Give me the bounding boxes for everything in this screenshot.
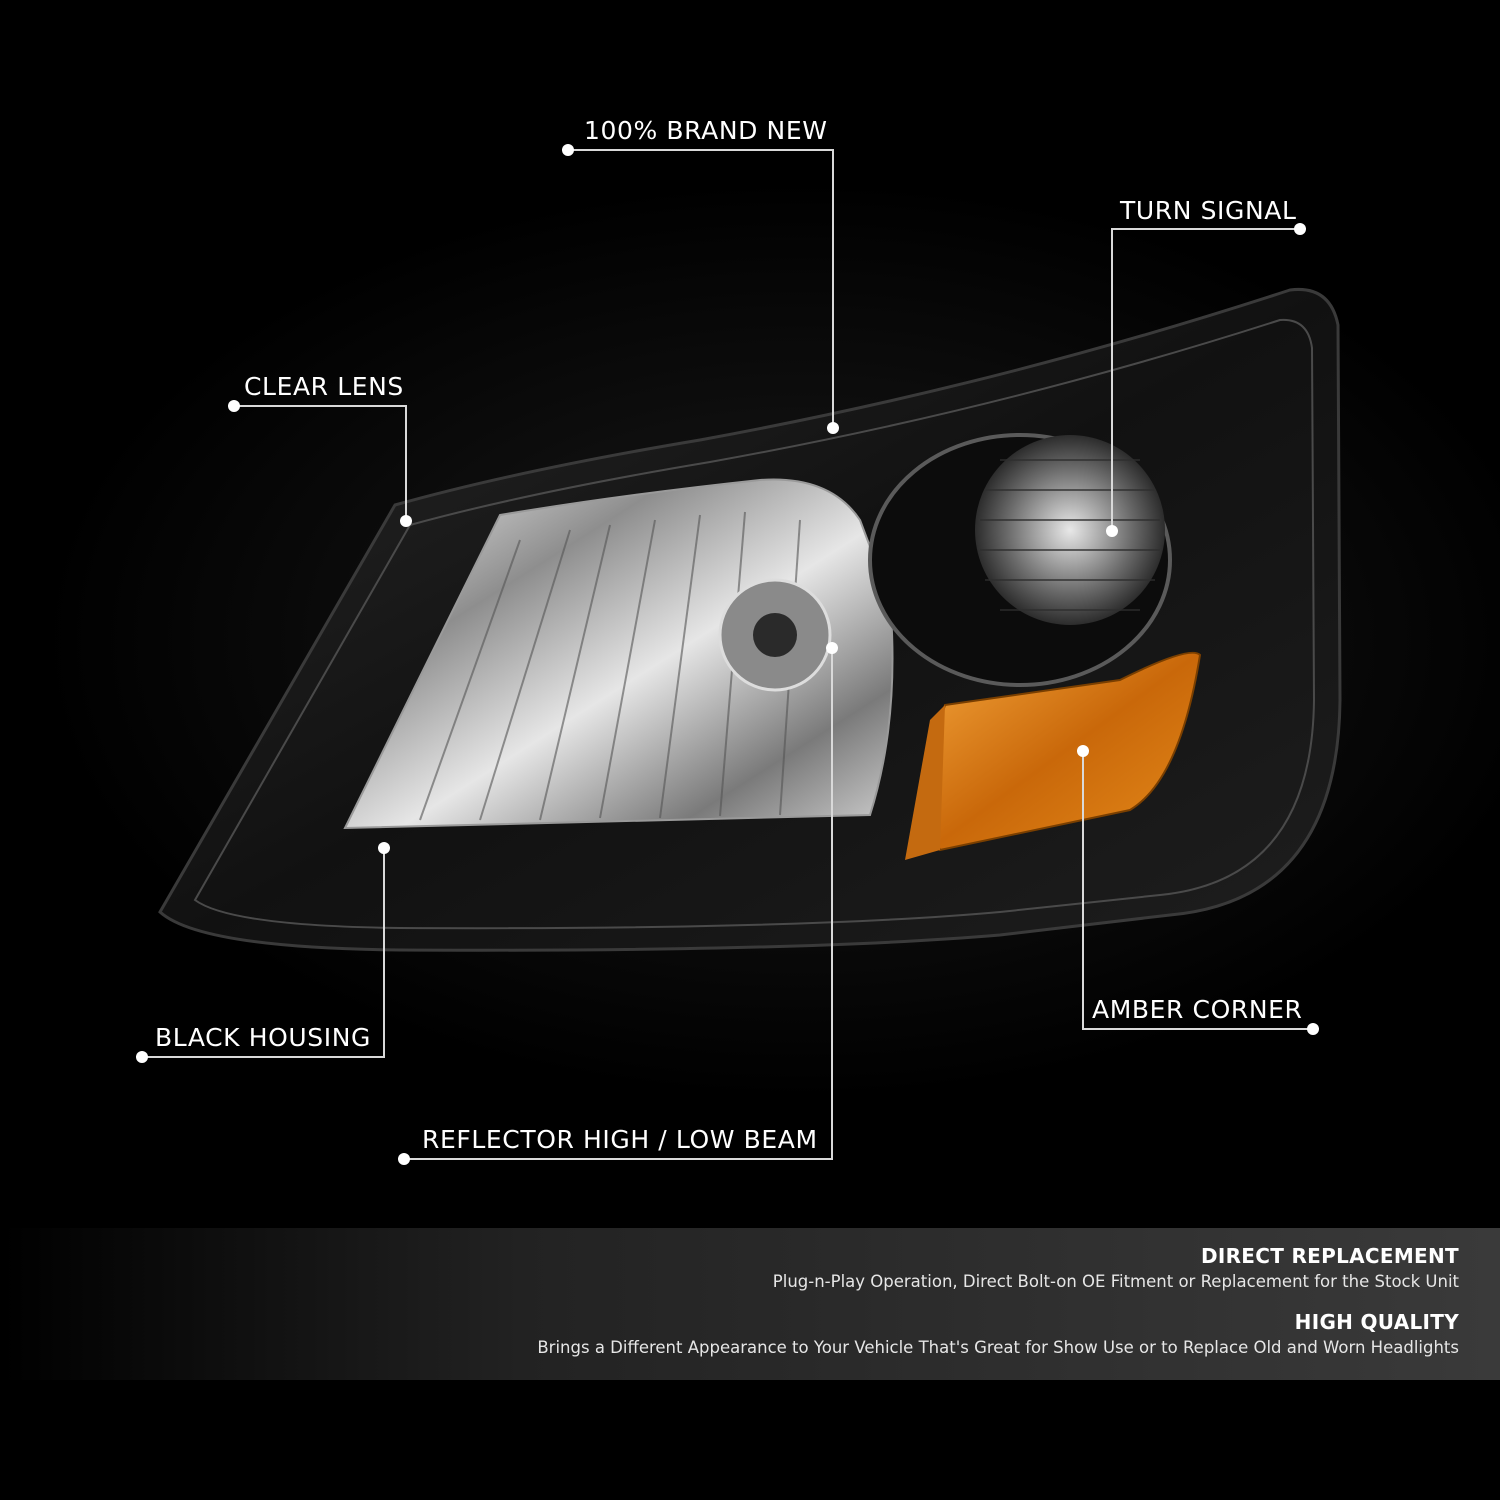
reflector-target-dot xyxy=(826,642,838,654)
brand-new-target-dot xyxy=(827,422,839,434)
feature-title: HIGH QUALITY xyxy=(1294,1310,1459,1334)
bulb-center xyxy=(753,613,797,657)
callout-black-housing: BLACK HOUSING xyxy=(155,1023,372,1052)
housing-inner-rim xyxy=(193,318,1316,930)
black-housing-target-dot xyxy=(378,842,390,854)
reflector-chrome xyxy=(343,478,894,830)
feature-high-quality: HIGH QUALITY Brings a Different Appearan… xyxy=(537,1310,1459,1357)
turn-signal-dot xyxy=(1294,223,1306,235)
callout-brand-new: 100% BRAND NEW xyxy=(584,116,828,145)
feature-direct-replacement: DIRECT REPLACEMENT Plug-n-Play Operation… xyxy=(773,1244,1459,1291)
callout-reflector: REFLECTOR HIGH / LOW BEAM xyxy=(422,1125,818,1154)
headlight-assembly xyxy=(158,287,1342,952)
turn-signal-target-dot xyxy=(1106,525,1118,537)
callout-lines xyxy=(142,149,1313,1160)
black-housing-dot xyxy=(136,1051,148,1063)
feature-title: DIRECT REPLACEMENT xyxy=(1200,1244,1459,1268)
callout-clear-lens: CLEAR LENS xyxy=(244,372,404,401)
clear-lens-target-dot xyxy=(400,515,412,527)
callout-turn-signal: TURN SIGNAL xyxy=(1120,196,1297,225)
feature-text: Plug-n-Play Operation, Direct Bolt-on OE… xyxy=(772,1272,1459,1291)
feature-banner: DIRECT REPLACEMENT Plug-n-Play Operation… xyxy=(0,1228,1500,1380)
turn-signal-reflector xyxy=(975,435,1165,625)
clear-lens-dot xyxy=(228,400,240,412)
callout-amber-corner: AMBER CORNER xyxy=(1092,995,1303,1024)
callout-dots xyxy=(136,144,1319,1165)
turn-signal-ribs xyxy=(980,459,1160,611)
brand-new-dot xyxy=(562,144,574,156)
reflector-dot xyxy=(398,1153,410,1165)
amber-corner-dot xyxy=(1307,1023,1319,1035)
amber-corner-target-dot xyxy=(1077,745,1089,757)
feature-text: Brings a Different Appearance to Your Ve… xyxy=(537,1338,1459,1357)
amber-side-strip xyxy=(905,705,945,860)
